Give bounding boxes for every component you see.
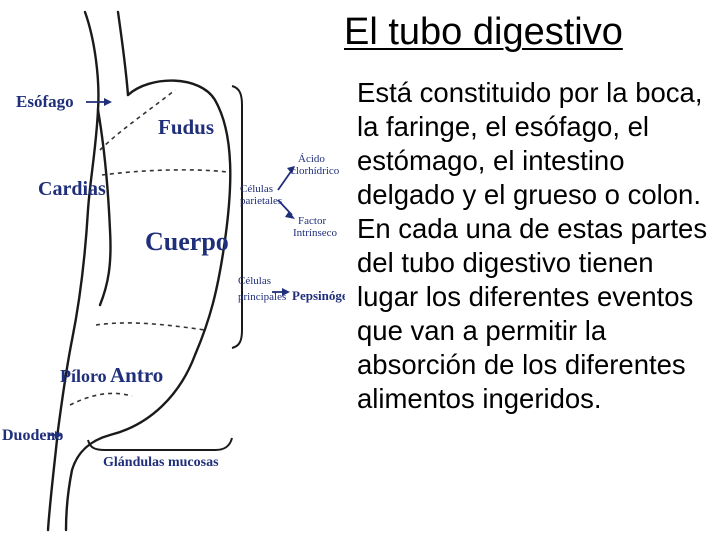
pepsinogeno-label: Pepsinógeno xyxy=(292,288,345,303)
celulas-parietales-label-2: parietales xyxy=(240,195,282,207)
esophagus-right-wall xyxy=(116,10,130,97)
duodeno-arrowhead-icon xyxy=(55,431,62,439)
arrows xyxy=(48,98,295,439)
esofago-label: Esófago xyxy=(16,92,74,111)
cardias-divider xyxy=(101,169,229,176)
cardias-label: Cardias xyxy=(38,178,106,200)
stomach-outline xyxy=(46,10,232,532)
acido-arrowhead-icon xyxy=(287,166,295,174)
antrum-divider xyxy=(95,322,206,331)
factor-label-1: Factor xyxy=(298,215,326,227)
slide-title: El tubo digestivo xyxy=(344,11,623,53)
region-bracket xyxy=(231,85,243,349)
cuerpo-label: Cuerpo xyxy=(145,227,229,256)
celulas-principales-label-1: Células xyxy=(238,275,271,287)
glandulas-label: Glándulas mucosas xyxy=(103,455,219,470)
paragraph: En cada una de estas partes del tubo dig… xyxy=(357,213,708,414)
duodeno-label: Duodeno xyxy=(2,427,63,444)
celulas-principales-label-2: principales xyxy=(238,291,286,303)
fundus-divider xyxy=(99,89,176,151)
stomach-diagram: Esófago Fudus Cardias Cuerpo Píloro Antr… xyxy=(2,10,345,532)
glands-bracket xyxy=(87,437,233,451)
esophagus-left-wall xyxy=(46,10,100,532)
paragraph: Está constituido por la boca, la faringe… xyxy=(357,77,703,210)
acido-arrow xyxy=(277,169,293,191)
pepsinogeno-arrowhead-icon xyxy=(282,288,290,296)
celulas-parietales-label-1: Células xyxy=(240,183,273,195)
pylorus-divider xyxy=(69,392,133,406)
piloro-label: Píloro xyxy=(60,366,107,386)
esofago-arrowhead-icon xyxy=(104,98,112,106)
factor-arrowhead-icon xyxy=(285,211,295,219)
lesser-curvature xyxy=(96,108,112,307)
acido-label-2: clorhídrico xyxy=(291,165,340,177)
antro-label: Antro xyxy=(110,363,163,387)
greater-curvature xyxy=(64,79,232,532)
acido-label-1: Ácido xyxy=(298,153,325,165)
slide-body: Está constituido por la boca, la faringe… xyxy=(357,76,715,416)
factor-label-2: Intrínseco xyxy=(293,227,337,239)
fundus-label: Fudus xyxy=(158,115,214,139)
